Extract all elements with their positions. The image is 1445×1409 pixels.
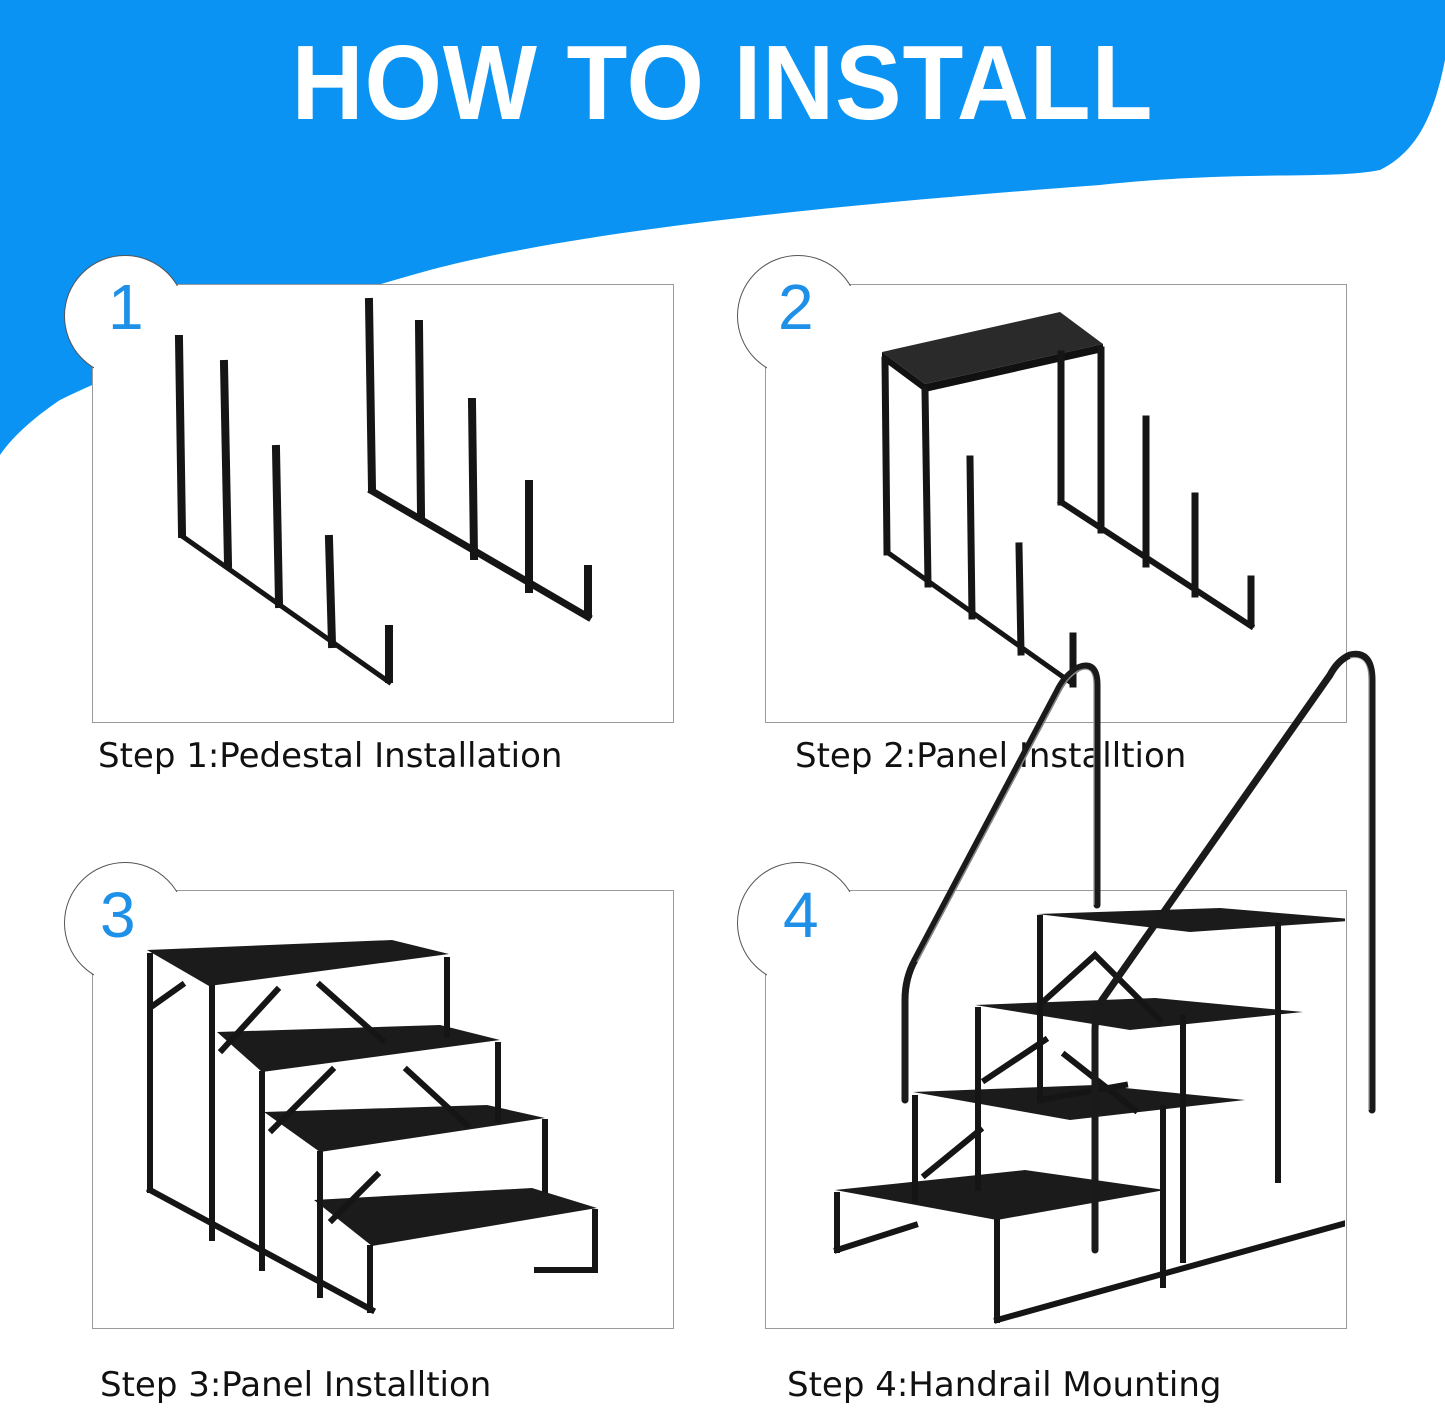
page-title: HOW TO INSTALL xyxy=(291,24,1154,142)
top-panel-on-frames-icon xyxy=(881,312,1256,688)
step-1-number: 1 xyxy=(108,271,144,343)
step-4-caption: Step 4:Handrail Mounting xyxy=(787,1365,1222,1405)
four-step-stairs-icon xyxy=(145,940,598,1315)
step-3-number: 3 xyxy=(100,879,136,951)
step-1-caption: Step 1:Pedestal Installation xyxy=(98,736,563,776)
step-3-caption: Step 3:Panel Installtion xyxy=(100,1365,492,1405)
stairs-with-handrails-icon xyxy=(833,908,1345,1324)
step-2-caption: Step 2:Panel Installtion xyxy=(795,736,1187,776)
step-2-number: 2 xyxy=(778,271,814,343)
step-4-number: 4 xyxy=(783,879,819,951)
pedestal-frames-icon xyxy=(174,297,593,686)
